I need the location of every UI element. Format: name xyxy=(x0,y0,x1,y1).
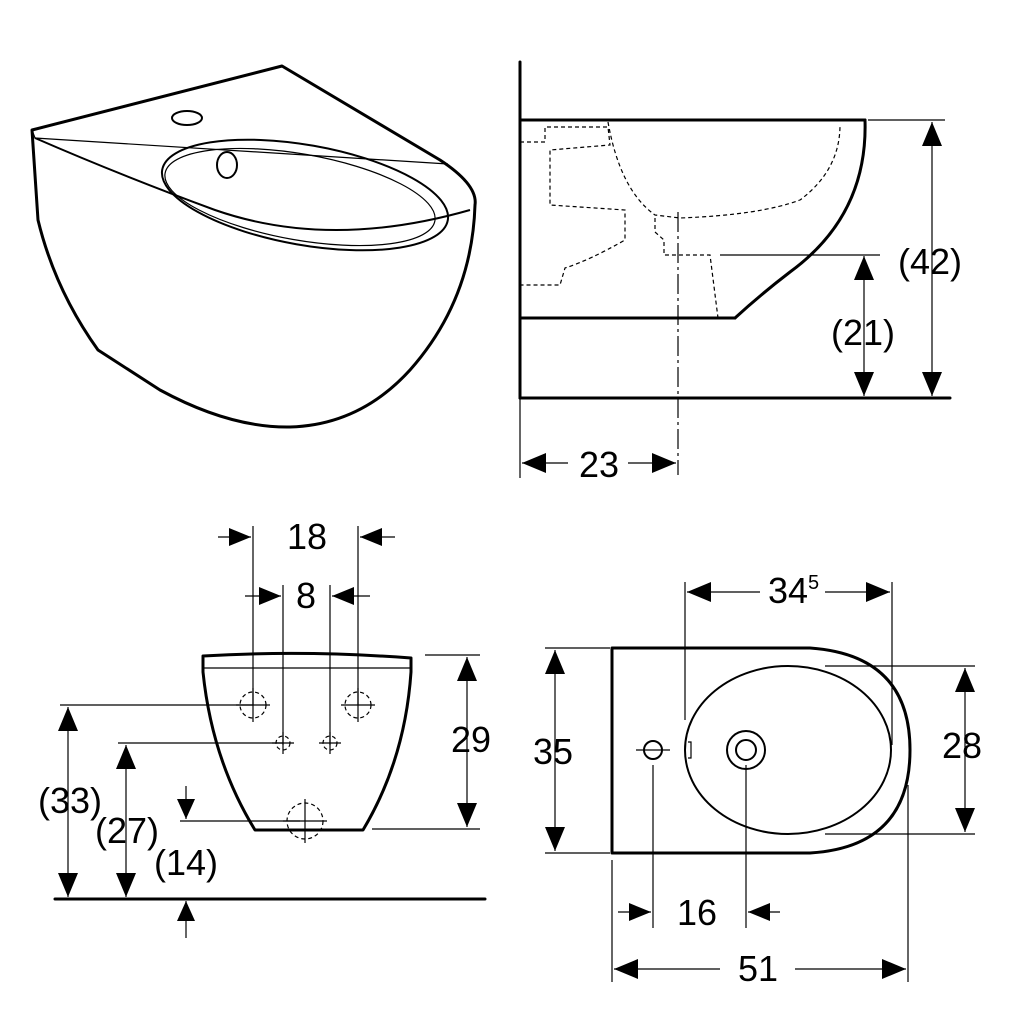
dim-height-total: (42) xyxy=(898,241,962,282)
dim-width-total: 35 xyxy=(533,731,573,772)
isometric-view xyxy=(30,64,477,429)
fixing-hole-icon xyxy=(236,688,270,722)
fixing-hole-icon xyxy=(272,732,294,754)
tap-hole-icon xyxy=(636,740,670,760)
overflow-hole-icon xyxy=(216,151,238,179)
tap-hole-icon xyxy=(171,110,203,126)
dim-height-drain: (14) xyxy=(154,842,218,883)
drain-hole-icon xyxy=(283,799,327,843)
side-view: (42) (21) 23 xyxy=(518,60,962,485)
dim-height-outlet: (21) xyxy=(831,312,895,353)
dim-width-inner: 8 xyxy=(296,575,316,616)
drain-icon xyxy=(726,730,766,770)
front-view: 18 8 29 (33) (27) (14) xyxy=(38,516,491,938)
dim-width-outer: 18 xyxy=(287,516,327,557)
top-view: 345 35 28 16 51 xyxy=(533,570,982,989)
dim-depth-outlet: 23 xyxy=(579,444,619,485)
dim-tap-to-drain: 16 xyxy=(677,892,717,933)
dim-length-total: 51 xyxy=(738,948,778,989)
fixing-hole-icon xyxy=(319,732,341,754)
dim-height-lower-holes: (27) xyxy=(95,810,159,851)
dim-height-bowl: 29 xyxy=(451,719,491,760)
dim-bowl-length: 345 xyxy=(768,570,819,611)
fixing-hole-icon xyxy=(341,688,375,722)
dim-bowl-width: 28 xyxy=(942,725,982,766)
dim-height-upper-holes: (33) xyxy=(38,780,102,821)
